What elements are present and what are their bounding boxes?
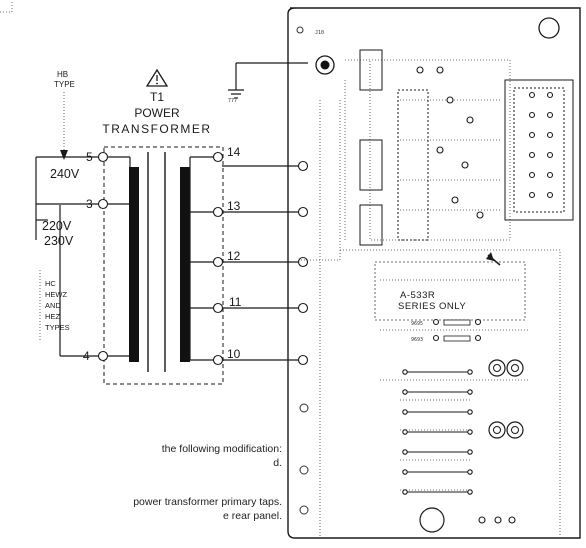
- voltage-230v: 230V: [44, 234, 74, 248]
- types-label-4: HEZ: [45, 312, 60, 321]
- jack-icon: [315, 55, 335, 75]
- hb-type-label-2: TYPE: [54, 80, 75, 89]
- transformer-title-1: POWER: [134, 106, 180, 120]
- series-label-1: A-533R: [400, 290, 435, 301]
- pin-12-label: 12: [227, 249, 241, 263]
- warning-triangle-icon: [145, 68, 169, 87]
- note-line-2: the following modification:: [162, 443, 282, 455]
- pin-3-label: 3: [86, 197, 93, 211]
- pin-14-label: 14: [227, 145, 241, 159]
- pin-10-label: 10: [227, 347, 241, 361]
- pin-4-label: 4: [83, 349, 90, 363]
- test-point-11: [212, 302, 224, 314]
- mounting-hole-icon: [538, 17, 560, 39]
- note-line-5: e rear panel.: [223, 510, 282, 522]
- note-line-3: d.: [273, 457, 282, 469]
- transformer-schematic: T1 POWER TRANSFORMER HB TYPE: [0, 0, 309, 385]
- test-point-13: [212, 206, 224, 218]
- diode-b-ref: 9693: [411, 337, 423, 343]
- test-point-5: [97, 151, 109, 163]
- types-label-2: HEWZ: [45, 290, 67, 299]
- voltage-240v: 240V: [50, 167, 80, 181]
- primary-winding: [129, 167, 139, 362]
- pin-5-label: 5: [86, 150, 93, 164]
- capacitor-icon: [419, 507, 445, 533]
- types-label-5: TYPES: [45, 323, 70, 332]
- secondary-winding: [180, 167, 190, 362]
- transformer-ref: T1: [150, 90, 164, 104]
- modification-notes: the following modification: d. power tra…: [133, 443, 282, 522]
- pin-13-label: 13: [227, 199, 241, 213]
- voltage-220v: 220V: [42, 219, 72, 233]
- jack-ref: J10: [315, 30, 324, 36]
- test-point-14: [212, 151, 224, 163]
- corner-mark: [0, 0, 13, 13]
- pcb-outline: [287, 7, 581, 539]
- test-point-3: [97, 198, 109, 210]
- test-point-4: [97, 350, 109, 362]
- types-label-3: AND: [45, 301, 61, 310]
- hb-type-arrow-icon: [60, 150, 68, 160]
- pcb-traces: [300, 59, 561, 540]
- diode-a-ref: 9695: [411, 321, 423, 327]
- types-label-1: HC: [45, 279, 56, 288]
- ground-ref: 777: [228, 98, 237, 104]
- transformer-enclosure: [103, 146, 224, 385]
- pin-11-label: 11: [229, 295, 242, 309]
- ground-icon: [228, 89, 244, 99]
- pcb-layout: J10 A-533R: [287, 7, 581, 540]
- series-label-2: SERIES ONLY: [398, 301, 466, 312]
- test-point-12: [212, 256, 224, 268]
- connector-block: [504, 79, 574, 221]
- test-point-10: [212, 354, 224, 366]
- hb-type-label-1: HB: [57, 70, 68, 79]
- transformer-title-2: TRANSFORMER: [102, 122, 211, 136]
- note-line-4: power transformer primary taps.: [133, 496, 282, 508]
